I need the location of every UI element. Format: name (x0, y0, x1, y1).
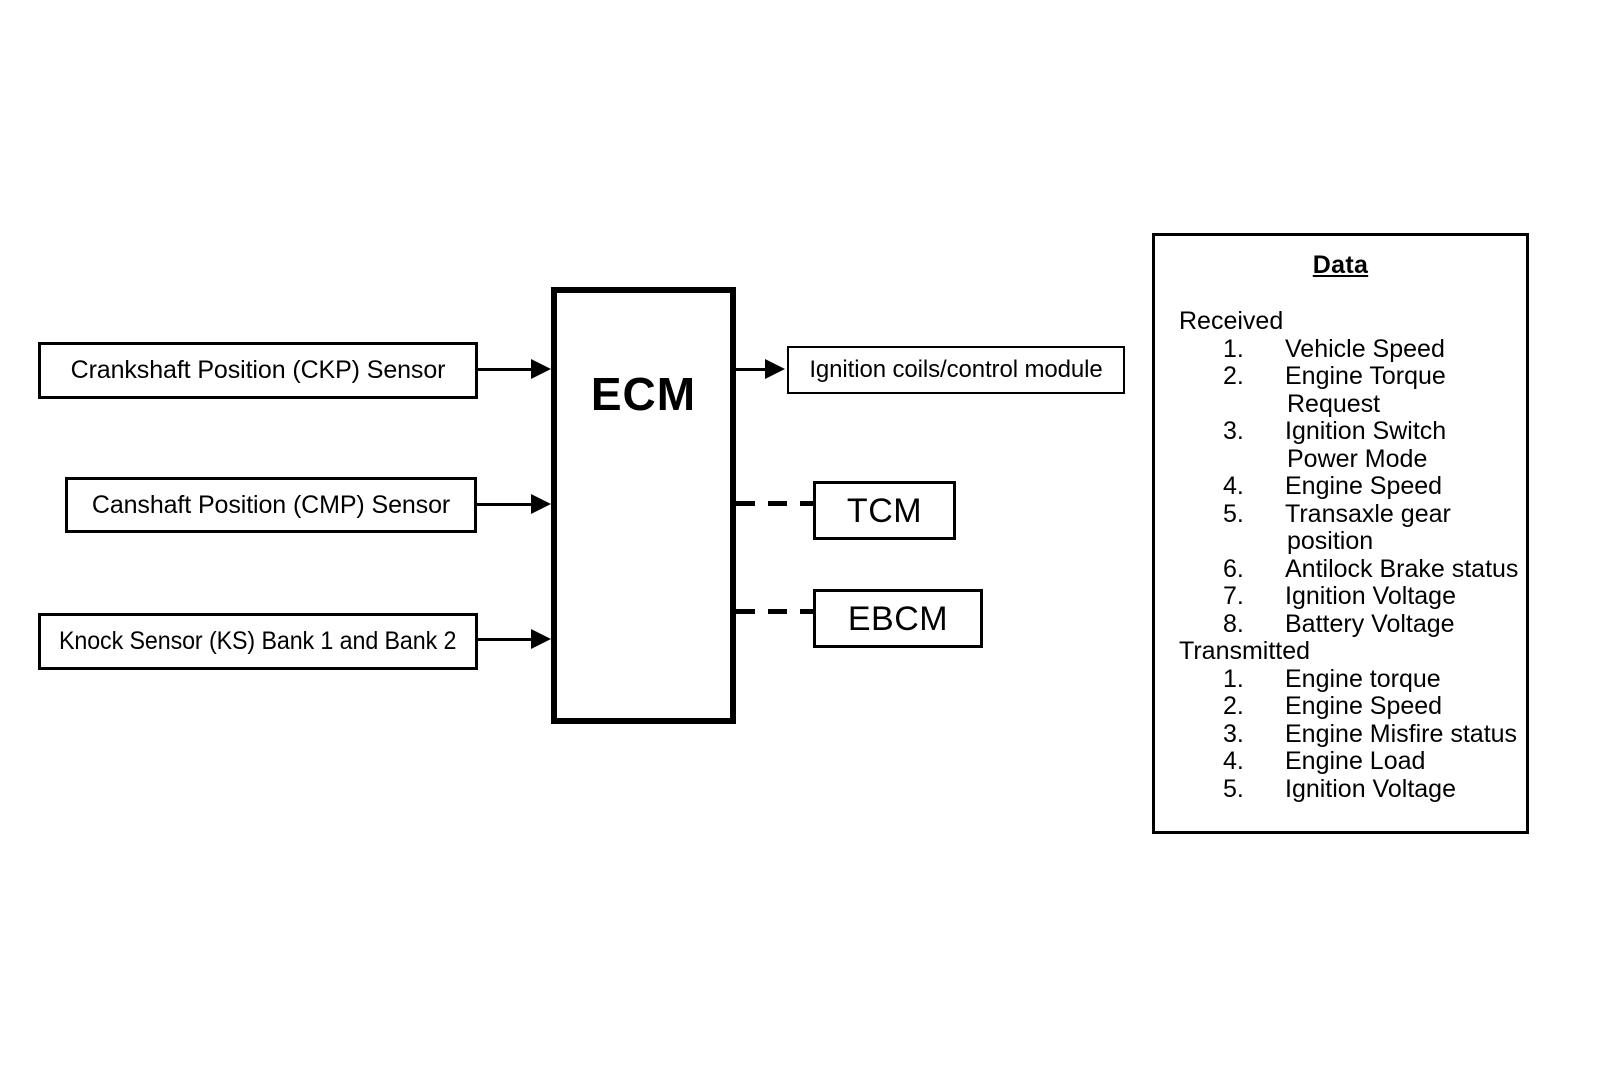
dashed-connector-ecm-to-ebcm (736, 609, 815, 614)
received-item-label: Antilock Brake status (1285, 554, 1519, 583)
transmitted-item-label: Engine torque (1285, 664, 1441, 693)
transmitted-item-label: Engine Misfire status (1285, 719, 1518, 748)
transmitted-item-number: 4. (1223, 747, 1244, 775)
received-item-label-continued: position (1287, 527, 1374, 555)
data-list-transmitted: 1. Engine torque 2. Engine Speed 3. Engine Mi… (1155, 664, 1526, 804)
output-label-ebcm: EBCM (847, 599, 949, 638)
received-item-number: 7. (1223, 582, 1244, 610)
received-item: 6. Antilock Brake status (1223, 554, 1526, 584)
data-panel-title: Data (1312, 251, 1369, 279)
transmitted-item-number: 5. (1223, 774, 1244, 803)
arrow-head-icon-ckp (531, 359, 551, 379)
received-item-label-continued: Power Mode (1287, 444, 1428, 473)
arrow-head-icon-cmp (531, 494, 551, 514)
transmitted-item-label: Ignition Voltage (1285, 774, 1456, 803)
received-item-number: 3. (1223, 417, 1244, 445)
ecm-module-block: ECM (551, 287, 736, 724)
received-item-number: 2. (1223, 362, 1244, 390)
received-item-number: 4. (1223, 472, 1244, 500)
transmitted-item-label: Engine Load (1285, 747, 1426, 775)
data-panel: Data Received 1. Vehicle Speed 2. Engine To… (1152, 233, 1529, 834)
received-item-label: Battery Voltage (1285, 609, 1455, 638)
sensor-label-camshaft-position: Canshaft Position (CMP) Sensor (91, 490, 451, 519)
data-section-heading-transmitted: Transmitted (1179, 637, 1311, 665)
connector-line-ecm-to-ignition (736, 368, 770, 371)
transmitted-item-number: 2. (1223, 692, 1244, 720)
received-item: 7. Ignition Voltage (1223, 582, 1526, 611)
sensor-label-knock-sensor: Knock Sensor (KS) Bank 1 and Bank 2 (59, 627, 457, 655)
transmitted-item: 1. Engine torque (1223, 664, 1526, 694)
received-item: 4. Engine Speed (1223, 472, 1526, 501)
transmitted-item: 4. Engine Load (1223, 747, 1526, 776)
output-box-ignition-coils: Ignition coils/control module (787, 346, 1125, 394)
received-item-label-continued: Request (1287, 389, 1381, 418)
output-label-ignition-coils: Ignition coils/control module (809, 356, 1103, 383)
sensor-box-crankshaft-position: Crankshaft Position (CKP) Sensor (38, 342, 478, 399)
received-item-number: 1. (1223, 334, 1244, 363)
transmitted-item-number: 3. (1223, 719, 1244, 748)
received-item-number: 8. (1223, 609, 1244, 638)
received-item-label: Ignition Voltage (1285, 582, 1456, 610)
received-item-number: 6. (1223, 554, 1244, 583)
output-label-tcm: TCM (846, 491, 923, 530)
received-item-label: Vehicle Speed (1285, 334, 1445, 363)
received-item-label: Engine Speed (1285, 472, 1443, 500)
ecm-label: ECM (590, 368, 697, 420)
transmitted-item-number: 1. (1223, 664, 1244, 693)
received-item: 1. Vehicle Speed (1223, 334, 1526, 364)
sensor-box-camshaft-position: Canshaft Position (CMP) Sensor (65, 477, 477, 533)
connector-line-ks-to-ecm (478, 638, 534, 641)
sensor-box-knock-sensor: Knock Sensor (KS) Bank 1 and Bank 2 (38, 613, 478, 670)
received-item-number: 5. (1223, 499, 1244, 528)
sensor-label-crankshaft-position: Crankshaft Position (CKP) Sensor (70, 356, 446, 384)
dashed-connector-ecm-to-tcm (736, 501, 815, 506)
output-box-tcm: TCM (813, 481, 956, 540)
arrow-head-icon-ignition (765, 359, 785, 379)
transmitted-item: 5. Ignition Voltage (1223, 774, 1526, 804)
connector-line-cmp-to-ecm (477, 503, 534, 506)
received-item: 8. Battery Voltage (1223, 609, 1526, 639)
transmitted-item-label: Engine Speed (1285, 692, 1443, 720)
transmitted-item: 3. Engine Misfire status (1223, 719, 1526, 749)
arrow-head-icon-ks (531, 629, 551, 649)
output-box-ebcm: EBCM (813, 589, 983, 648)
connector-line-ckp-to-ecm (478, 368, 534, 371)
transmitted-item: 2. Engine Speed (1223, 692, 1526, 721)
data-section-heading-received: Received (1179, 307, 1284, 335)
